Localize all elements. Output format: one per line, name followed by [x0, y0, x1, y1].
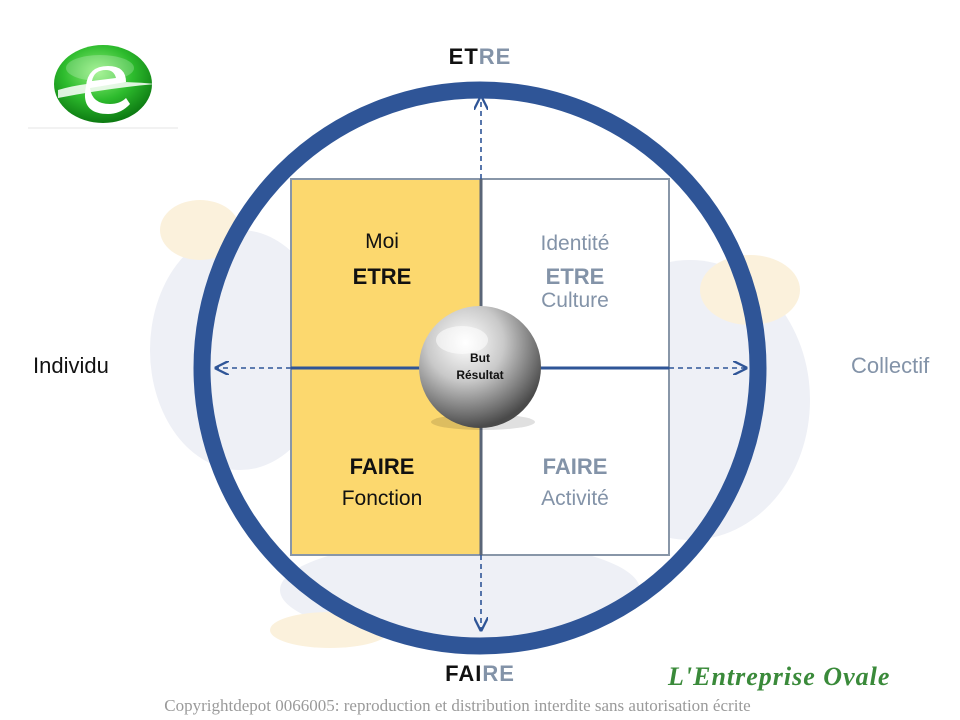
quadrant-bottom-left-line1: FAIRE: [349, 454, 415, 479]
axis-label-left: Individu: [33, 353, 109, 378]
center-label-line2: Résultat: [456, 368, 504, 382]
center-label: But Résultat: [430, 350, 530, 384]
axis-label-top: ETRE: [448, 44, 512, 69]
quadrant-bottom-right-line1: FAIRE: [542, 454, 608, 479]
quadrant-top-right-line2: ETRE: [545, 264, 605, 289]
quadrant-top-left-line1: Moi: [365, 230, 399, 253]
axis-label-bottom: FAIRE: [445, 661, 515, 686]
quadrant-top-right-line3: Culture: [541, 289, 609, 312]
center-label-line1: But: [470, 351, 490, 365]
outer-ring: [193, 81, 767, 655]
quadrant-top-left-line2: ETRE: [352, 264, 412, 289]
copyright-text: Copyrightdepot 0066005: reproduction et …: [164, 696, 751, 715]
quadrant-bottom-left-line2: Fonction: [341, 487, 423, 510]
axis-label-right: Collectif: [851, 353, 930, 378]
quadrant-bottom-right-line2: Activité: [541, 487, 609, 510]
logo-icon: [28, 45, 178, 129]
quadrant-top-right-line1: Identité: [540, 232, 610, 255]
brand-text: L'Entreprise Ovale: [668, 662, 891, 691]
